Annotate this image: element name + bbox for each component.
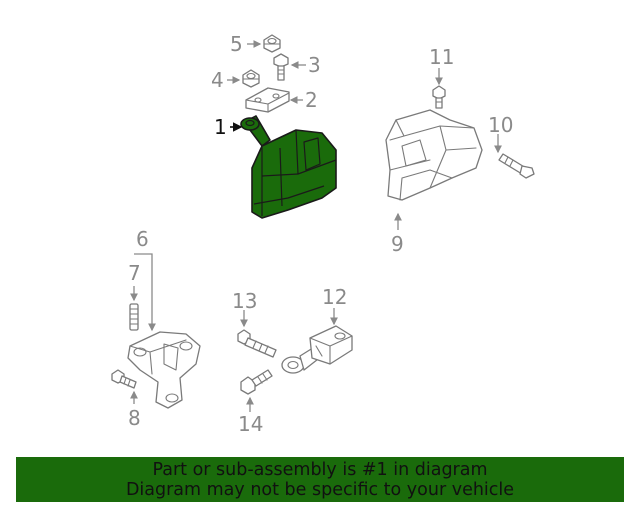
callout-12[interactable]: 12 bbox=[322, 285, 347, 309]
banner-line-1: Part or sub-assembly is #1 in diagram bbox=[152, 459, 488, 480]
part-2-bracket[interactable] bbox=[245, 87, 290, 113]
callout-9[interactable]: 9 bbox=[391, 232, 404, 256]
banner-line-2: Diagram may not be specific to your vehi… bbox=[125, 479, 515, 500]
part-3-bolt[interactable] bbox=[273, 53, 289, 81]
info-banner: Part or sub-assembly is #1 in diagram Di… bbox=[16, 457, 624, 502]
part-12-torque-rod[interactable] bbox=[281, 325, 353, 374]
part-10-stud[interactable] bbox=[498, 153, 535, 179]
callout-6[interactable]: 6 bbox=[136, 227, 149, 251]
part-7-stud[interactable] bbox=[129, 303, 139, 331]
callout-11[interactable]: 11 bbox=[429, 45, 454, 69]
callout-13[interactable]: 13 bbox=[232, 289, 257, 313]
part-9-bracket[interactable] bbox=[385, 109, 483, 201]
callout-1[interactable]: 1 bbox=[214, 115, 227, 139]
callout-10[interactable]: 10 bbox=[488, 113, 513, 137]
part-11-bolt[interactable] bbox=[432, 85, 446, 109]
callout-8[interactable]: 8 bbox=[128, 406, 141, 430]
part-4-nut[interactable] bbox=[242, 69, 260, 88]
callout-4[interactable]: 4 bbox=[211, 68, 224, 92]
part-14-bolt[interactable] bbox=[240, 369, 273, 395]
part-13-bolt[interactable] bbox=[237, 329, 277, 358]
part-6-mount-bracket[interactable] bbox=[127, 331, 201, 409]
callout-5[interactable]: 5 bbox=[230, 32, 243, 56]
part-8-bolt[interactable] bbox=[111, 369, 137, 389]
callout-14[interactable]: 14 bbox=[238, 412, 263, 436]
callout-7[interactable]: 7 bbox=[128, 261, 141, 285]
callout-2[interactable]: 2 bbox=[305, 88, 318, 112]
part-1-engine-mount[interactable] bbox=[240, 115, 337, 219]
callout-3[interactable]: 3 bbox=[308, 53, 321, 77]
part-5-nut[interactable] bbox=[263, 34, 281, 53]
leader-6 bbox=[134, 253, 156, 332]
